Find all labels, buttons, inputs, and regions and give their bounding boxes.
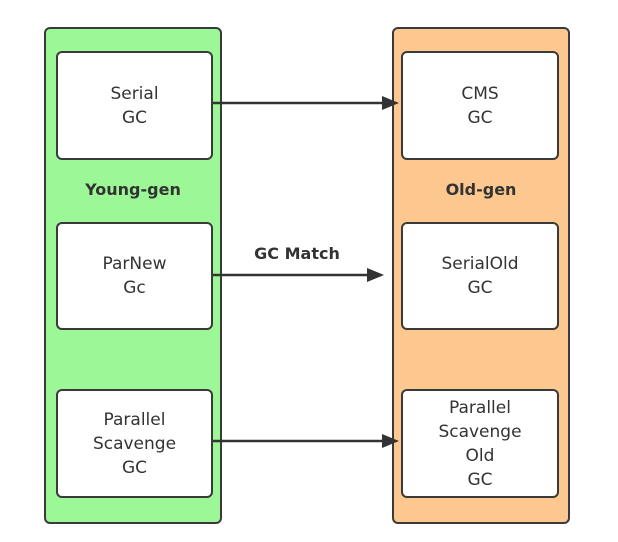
collector-label-line: Scavenge [92, 433, 177, 454]
collector-label-line: ParNew [102, 254, 167, 274]
cms-gc-box: CMS GC [401, 51, 559, 160]
parallel-scavenge-to-old-arrowhead [382, 434, 399, 448]
old-gen-label: Old-gen [445, 180, 517, 199]
young-gen-label: Young-gen [85, 180, 181, 199]
serial-gc-box: Serial GC [56, 51, 213, 160]
collector-label-line: GC [121, 457, 148, 478]
collector-label-line: Old [465, 445, 495, 466]
collector-label-line: GC [467, 107, 493, 128]
parnew-gc-box: ParNew Gc [56, 222, 213, 330]
collector-label-line: GC [121, 107, 148, 128]
serialold-gc-box: SerialOld GC [401, 222, 559, 330]
collector-label-line: Parallel [449, 397, 511, 418]
collector-label-line: GC [467, 278, 493, 298]
parallel-scavenge-old-gc-box: Parallel Scavenge Old GC [401, 389, 559, 498]
collector-label-line: CMS [461, 83, 499, 104]
collector-label-line: Scavenge [438, 421, 522, 442]
gc-match-label: GC Match [254, 244, 340, 263]
collector-label-line: Serial [110, 83, 159, 104]
serial-to-cms-arrowhead [382, 96, 399, 110]
parnew-to-serialold-arrowhead [367, 268, 384, 282]
collector-label-line: Parallel [103, 409, 166, 430]
collector-label-line: Gc [123, 278, 146, 298]
collector-label-line: GC [467, 469, 493, 490]
collector-label-line: SerialOld [441, 254, 519, 274]
parallel-scavenge-gc-box: Parallel Scavenge GC [56, 389, 213, 498]
